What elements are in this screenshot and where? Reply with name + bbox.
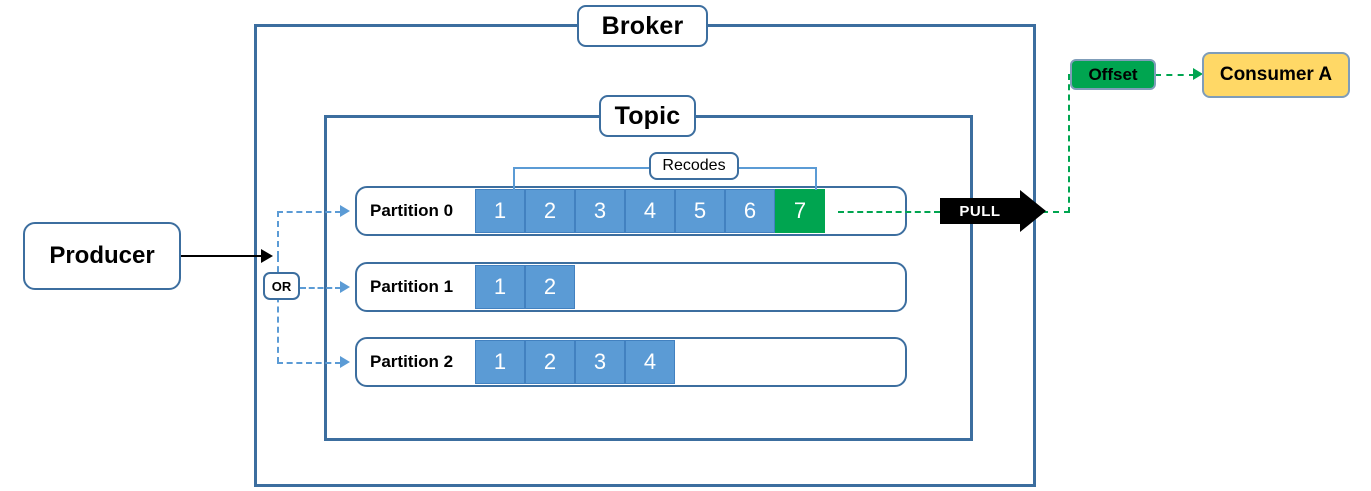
producer-branch-trunk-upper <box>277 211 279 257</box>
arrowhead-partition-2 <box>340 356 350 368</box>
producer-branch-trunk-lower <box>277 256 279 363</box>
record-cells: 1 2 3 4 <box>475 340 675 384</box>
producer-to-broker-arrow-head <box>261 249 273 263</box>
producer-branch-to-partition-2 <box>277 362 341 364</box>
producer-node[interactable]: Producer <box>23 222 181 290</box>
or-connector: OR <box>263 272 300 300</box>
record-cell[interactable]: 6 <box>725 189 775 233</box>
offset-label: Offset <box>1088 64 1138 84</box>
topic-title-chip: Topic <box>599 95 696 137</box>
partition-label: Partition 0 <box>370 201 454 220</box>
record-cell[interactable]: 1 <box>475 189 525 233</box>
record-cell[interactable]: 3 <box>575 189 625 233</box>
arrowhead-consumer <box>1193 68 1203 80</box>
broker-title-chip: Broker <box>577 5 708 47</box>
record-cell[interactable]: 1 <box>475 265 525 309</box>
pull-arrow-head <box>1020 190 1046 232</box>
consume-path-segment-left <box>838 211 940 213</box>
recodes-label-chip: Recodes <box>649 152 739 180</box>
consume-path-segment-vertical <box>1068 74 1070 213</box>
record-cell-latest[interactable]: 7 <box>775 189 825 233</box>
topic-title-label: Topic <box>614 101 681 130</box>
record-cell[interactable]: 2 <box>525 265 575 309</box>
producer-to-broker-arrow-line <box>181 255 263 257</box>
or-connector-label: OR <box>271 278 292 294</box>
record-cell[interactable]: 4 <box>625 189 675 233</box>
producer-branch-to-partition-0 <box>277 211 341 213</box>
partition-label: Partition 2 <box>370 352 454 371</box>
record-cell[interactable]: 1 <box>475 340 525 384</box>
partition-label: Partition 1 <box>370 277 454 296</box>
producer-label: Producer <box>49 242 155 269</box>
producer-branch-to-partition-1 <box>300 287 341 289</box>
record-cell[interactable]: 3 <box>575 340 625 384</box>
partition-row[interactable]: Partition 0 1 2 3 4 5 6 7 <box>355 186 907 236</box>
pull-label: PULL <box>959 202 1001 220</box>
record-cell[interactable]: 2 <box>525 189 575 233</box>
arrowhead-partition-1 <box>340 281 350 293</box>
partition-row[interactable]: Partition 1 1 2 <box>355 262 907 312</box>
consumer-label: Consumer A <box>1219 64 1333 85</box>
consumer-node[interactable]: Consumer A <box>1202 52 1350 98</box>
recodes-label: Recodes <box>662 157 726 174</box>
arrowhead-partition-0 <box>340 205 350 217</box>
partition-row[interactable]: Partition 2 1 2 3 4 <box>355 337 907 387</box>
record-cells: 1 2 <box>475 265 575 309</box>
record-cell[interactable]: 2 <box>525 340 575 384</box>
pull-arrow-body: PULL <box>940 198 1020 224</box>
offset-to-consumer-line <box>1155 74 1195 76</box>
record-cell[interactable]: 5 <box>675 189 725 233</box>
offset-badge[interactable]: Offset <box>1070 59 1156 90</box>
record-cell[interactable]: 4 <box>625 340 675 384</box>
broker-title-label: Broker <box>601 11 684 40</box>
record-cells: 1 2 3 4 5 6 7 <box>475 189 825 233</box>
